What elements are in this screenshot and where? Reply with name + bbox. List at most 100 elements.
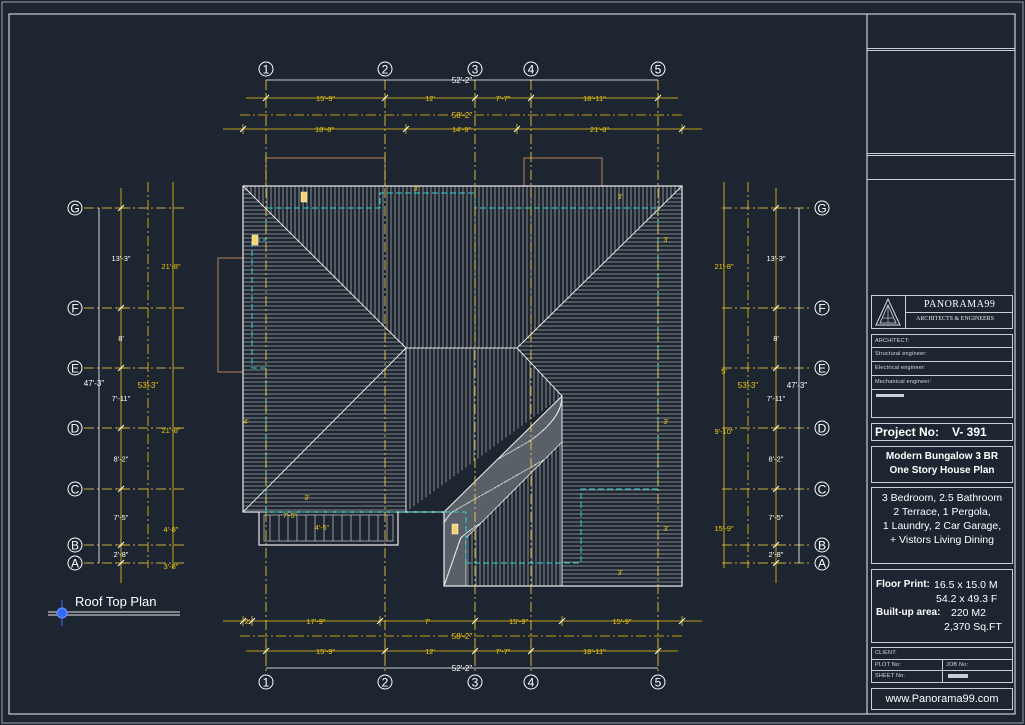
axis-bubble	[814, 420, 830, 436]
gutter-dot	[494, 486, 496, 489]
electrical-label: Electrical engineer:	[875, 365, 926, 371]
gutter-dot	[512, 450, 514, 452]
gutter-dot	[461, 535, 464, 538]
gutter-dot	[486, 491, 488, 493]
roof-note: 3'	[663, 419, 668, 426]
gutter-dot	[512, 477, 514, 479]
website-link[interactable]: www.Panorama99.com	[885, 693, 999, 705]
gutter-dot	[446, 576, 448, 578]
gutter-dot	[514, 448, 517, 450]
dim-span-label: 2'-8"	[769, 550, 784, 559]
gutter-dot	[466, 531, 468, 533]
gutter-dot	[460, 506, 462, 508]
builtup-imperial: 2,370 Sq.FT	[944, 621, 1002, 633]
gutter-dot	[484, 492, 486, 494]
axis-bubble	[523, 61, 539, 77]
axis-bubble-label: A	[818, 557, 826, 571]
dim-tick	[678, 617, 686, 625]
roof-hatch	[242, 185, 683, 587]
gutter-dot	[447, 575, 449, 577]
dim-tick	[772, 559, 780, 567]
dim-tick	[239, 125, 247, 133]
gutter-dot	[487, 490, 489, 493]
gutter-dot	[470, 529, 472, 531]
gutter-dot	[522, 471, 524, 473]
gutter-dot	[471, 499, 473, 502]
axis-bubble	[650, 674, 666, 690]
dim-tick	[117, 485, 125, 493]
dim-span-label: 21'-8"	[161, 262, 180, 271]
dim-tick	[117, 559, 125, 567]
axis-bubble-label: B	[71, 539, 79, 553]
dim-tick	[772, 304, 780, 312]
gutter-dot	[445, 580, 447, 582]
axis-bubble-label: 2	[382, 63, 389, 77]
dim-span-label: 15'-9"	[316, 94, 335, 103]
gutter-dot	[497, 485, 499, 487]
floor-print-metric: 16.5 x 15.0 M	[934, 579, 998, 591]
gutter-dot	[523, 470, 525, 472]
dim-tick	[772, 204, 780, 212]
axis-bubble-label: 1	[263, 676, 270, 690]
gutter-dot	[516, 447, 518, 449]
gutter-dot	[536, 463, 538, 465]
gutter-dot	[466, 503, 468, 505]
dim-tick	[248, 617, 256, 625]
roof-note: 4'-5"	[315, 525, 329, 532]
gutter-dot	[471, 528, 473, 530]
gutter-dot	[478, 523, 480, 525]
roof-hip-line	[242, 347, 407, 513]
gutter-dot	[453, 555, 455, 557]
dimension-labels: 52'-2"15'-9"12'7'-7"18'-11"58'-2"18'-8"1…	[84, 76, 808, 673]
gutter-dot	[522, 444, 524, 446]
north-symbol-icon	[48, 600, 180, 626]
gutter-dot	[448, 514, 450, 516]
gutter-dot	[528, 440, 531, 442]
gutter-dot	[451, 511, 453, 513]
gutter-dot	[467, 502, 469, 504]
gutter-dot	[517, 447, 519, 449]
structural-label: Structural engineer:	[875, 351, 927, 357]
dim-total-label: 52'-2"	[452, 664, 473, 673]
gutter-dot	[519, 472, 521, 475]
gutter-dot	[478, 495, 481, 498]
gutter-dot	[492, 488, 494, 490]
gutter-dot	[559, 406, 561, 408]
project-no-value: V- 391	[952, 425, 987, 439]
dim-span-label: 18'-8"	[315, 125, 334, 134]
dim-span-label: 7'-5"	[114, 513, 129, 522]
wall-outline	[523, 157, 603, 186]
axis-bubble	[814, 360, 830, 376]
eave-lines	[251, 192, 659, 564]
gutter-dot	[506, 453, 508, 455]
gutter-dot	[507, 479, 509, 481]
gutter-dot	[480, 495, 482, 497]
dim-total-label: 58'-2"	[452, 111, 473, 120]
gutter-dot	[557, 410, 560, 412]
feature-line: 3 Bedroom, 2.5 Bathroom	[881, 492, 1003, 504]
drain-marker-icon	[251, 234, 259, 246]
mechanical-label: Mechanical engineer:	[875, 379, 932, 385]
dim-span-label: 21'-8"	[714, 262, 733, 271]
gutter-dot	[509, 478, 511, 480]
gutter-dot	[460, 537, 462, 539]
axis-bubble	[258, 674, 274, 690]
dim-tick	[772, 424, 780, 432]
gutter-dot	[549, 422, 551, 424]
wall-outline	[217, 257, 243, 373]
gutter-dot	[445, 519, 447, 521]
gutter-dot	[470, 500, 472, 502]
gutter-dot	[473, 499, 475, 501]
gutter-dot	[457, 508, 459, 510]
axis-bubble-label: 4	[528, 676, 535, 690]
gutter-dot	[514, 475, 517, 477]
gutter-dot	[451, 561, 453, 564]
roof-note: 3'	[617, 194, 622, 201]
axis-bubble-label: C	[71, 483, 80, 497]
gutter-dot	[489, 490, 491, 492]
gutter-dot	[509, 451, 511, 453]
firm-block: PANORAMA99 ARCHITECTS & ENGINEERS	[871, 295, 1013, 329]
gutter-dot	[554, 415, 556, 418]
gutter-dot	[551, 420, 553, 422]
